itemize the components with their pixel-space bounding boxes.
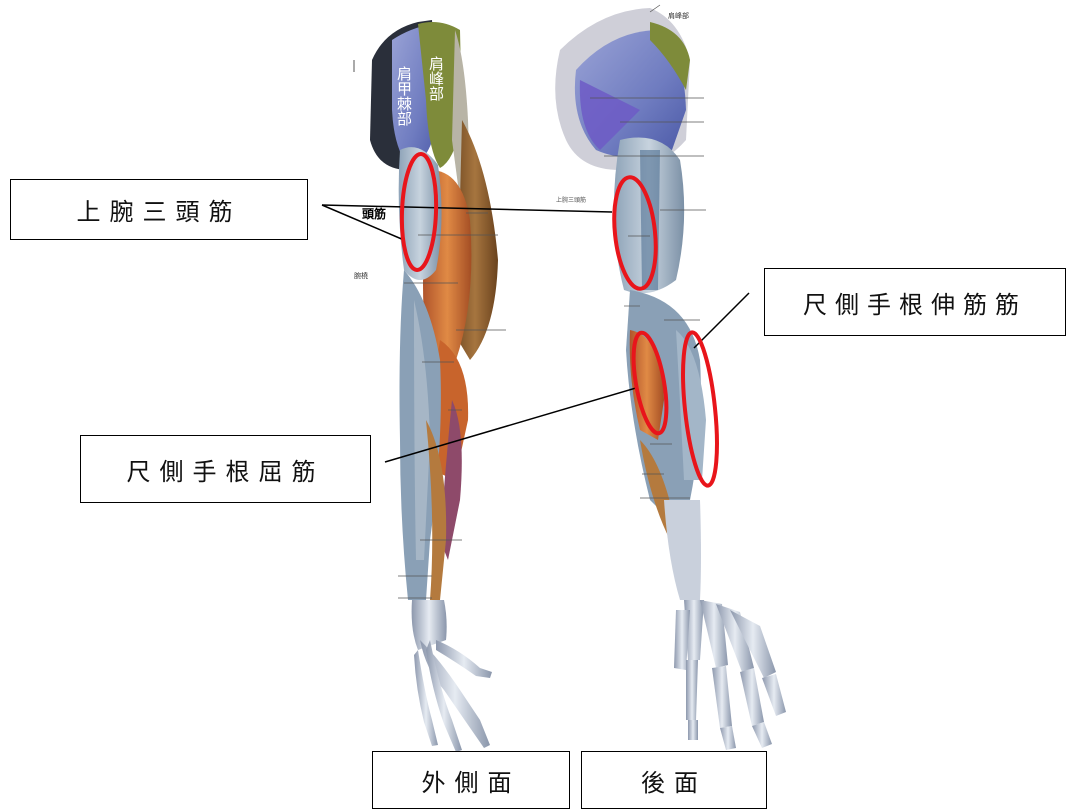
label-posterior-view: 後面 [581,751,767,809]
label-lateral-view: 外側面 [372,751,570,809]
tiny-top-right-label: 肩峰部 [668,11,689,20]
label-fcu-text: 尺側手根屈筋 [127,452,325,487]
label-triceps-text: 上腕三頭筋 [77,192,242,227]
shoulder-label-2: 肩峰部 [427,56,445,101]
label-ecu-text: 尺側手根伸筋筋 [803,285,1027,320]
label-flexor-carpi-ulnaris: 尺側手根屈筋 [80,435,371,503]
partial-label-fragment: 頭筋 [362,206,386,221]
posterior-arm-illustration: 肩峰部 上腕三頭筋 [555,5,786,750]
label-triceps: 上腕三頭筋 [10,179,308,240]
tiny-mid-label: 上腕三頭筋 [556,196,586,204]
shoulder-label-1: 肩甲棘部 [395,66,413,126]
label-posterior-view-text: 後面 [641,763,707,798]
lateral-arm-illustration: 肩甲棘部 肩峰部 頭筋 腕橈 [354,20,506,752]
label-lateral-view-text: 外側面 [422,763,521,798]
label-extensor-carpi-ulnaris: 尺側手根伸筋筋 [764,268,1066,336]
tiny-left-label: 腕橈 [354,271,368,280]
